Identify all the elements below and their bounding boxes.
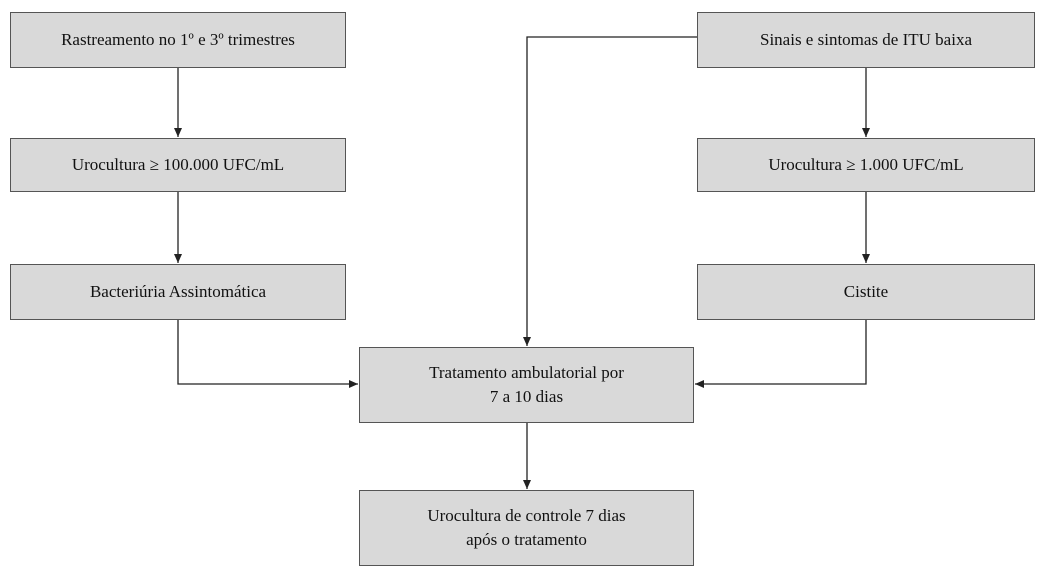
node-treatment-line2: 7 a 10 dias xyxy=(489,387,564,406)
node-urine-culture-100k-label: Urocultura ≥ 100.000 UFC/mL xyxy=(71,155,285,174)
node-urine-culture-1k: Urocultura ≥ 1.000 UFC/mL xyxy=(697,138,1035,192)
arrow-bacteriuria-to-treatment xyxy=(177,320,358,388)
node-asymptomatic-bacteriuria: Bacteriúria Assintomática xyxy=(10,264,346,320)
node-control-culture: Urocultura de controle 7 dias após o tra… xyxy=(359,490,694,566)
node-urine-culture-1k-label: Urocultura ≥ 1.000 UFC/mL xyxy=(768,155,964,174)
node-symptoms-label: Sinais e sintomas de ITU baixa xyxy=(760,30,972,49)
node-urine-culture-100k: Urocultura ≥ 100.000 UFC/mL xyxy=(10,138,346,192)
node-treatment-line1: Tratamento ambulatorial por xyxy=(429,363,624,382)
node-treatment: Tratamento ambulatorial por 7 a 10 dias xyxy=(359,347,694,423)
node-control-culture-line2: após o tratamento xyxy=(466,530,587,549)
node-screening: Rastreamento no 1º e 3º trimestres xyxy=(10,12,346,68)
node-control-culture-line1: Urocultura de controle 7 dias xyxy=(427,506,626,525)
node-cystitis: Cistite xyxy=(697,264,1035,320)
node-cystitis-label: Cistite xyxy=(843,282,889,301)
arrow-cystitis-to-treatment xyxy=(695,320,867,388)
node-symptoms: Sinais e sintomas de ITU baixa xyxy=(697,12,1035,68)
node-screening-label: Rastreamento no 1º e 3º trimestres xyxy=(61,30,295,49)
node-asymptomatic-bacteriuria-label: Bacteriúria Assintomática xyxy=(89,282,267,301)
arrow-symptoms-to-treatment xyxy=(523,36,697,346)
